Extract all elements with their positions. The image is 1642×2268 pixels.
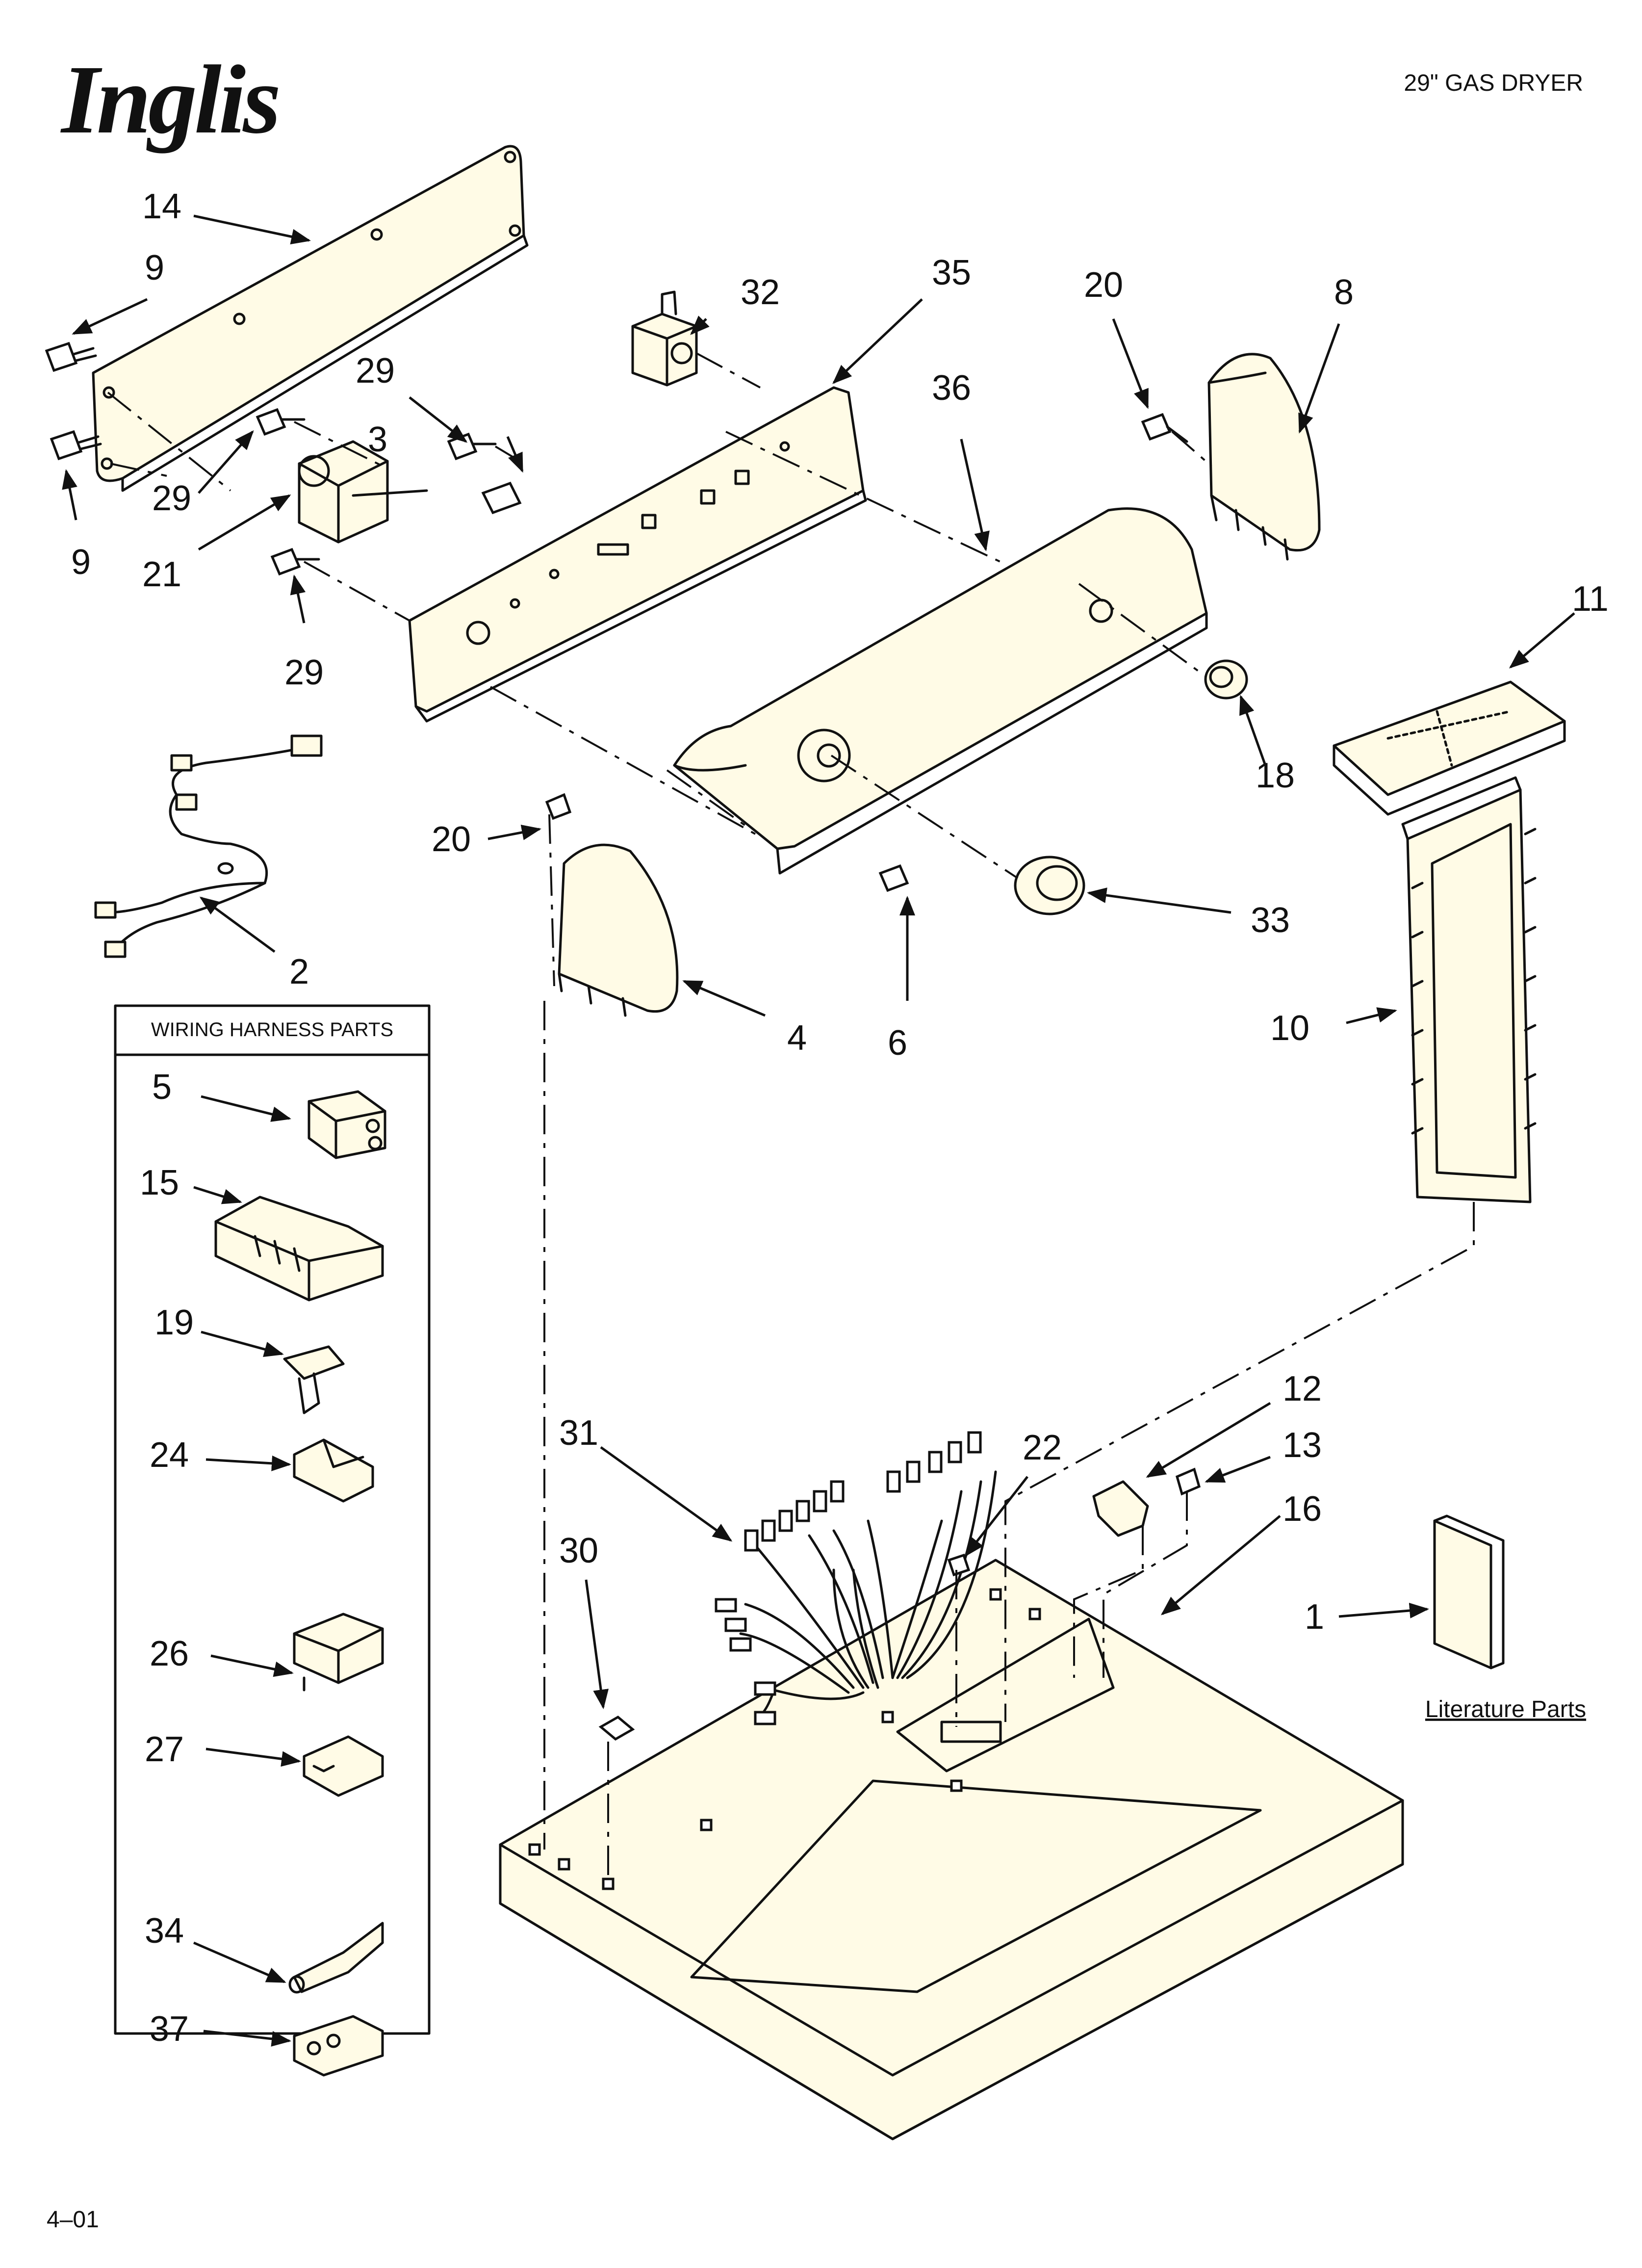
- callout-24: 24: [150, 1435, 189, 1475]
- callout-14: 14: [142, 187, 181, 226]
- callout-16: 16: [1283, 1489, 1322, 1529]
- part-29-screw-b[interactable]: [447, 432, 497, 461]
- callout-35: 35: [932, 253, 971, 292]
- callout-15: 15: [140, 1163, 179, 1202]
- part-18-button[interactable]: [1204, 659, 1248, 700]
- callout-numbers: 14 9 9 29 29 29 3 21 32 35 36 20 8 11 18…: [71, 187, 1609, 2049]
- part-10-lint-screen[interactable]: [1401, 776, 1537, 1203]
- callout-6: 6: [888, 1023, 907, 1063]
- wiring-harness-box: WIRING HARNESS PARTS: [114, 1004, 431, 2077]
- callout-3: 3: [368, 420, 387, 459]
- assembly-lines: [107, 352, 1475, 1879]
- part-8-end-cap-right[interactable]: [1207, 353, 1321, 561]
- callout-31: 31: [559, 1413, 598, 1453]
- callout-19: 19: [154, 1303, 194, 1342]
- part-9-screw-lower[interactable]: [50, 430, 102, 461]
- callout-34: 34: [145, 1911, 184, 1951]
- literature-parts-label[interactable]: Literature Parts: [1425, 1696, 1586, 1722]
- callout-4: 4: [787, 1018, 807, 1058]
- callout-21: 21: [142, 555, 181, 594]
- callout-9-lower: 9: [71, 543, 91, 582]
- callout-26: 26: [150, 1634, 189, 1673]
- part-20-screw-lower[interactable]: [545, 793, 572, 820]
- callout-1: 1: [1305, 1597, 1324, 1637]
- callout-2: 2: [289, 952, 309, 991]
- model-title: 29" GAS DRYER: [1404, 70, 1583, 96]
- brand-logo-text: Inglis: [60, 46, 278, 154]
- callout-29-left: 29: [152, 479, 191, 518]
- part-16-top-panel[interactable]: [499, 1559, 1404, 2140]
- part-29-screw-a[interactable]: [256, 408, 306, 436]
- part-4-end-cap-left[interactable]: [558, 843, 679, 1017]
- leader-arrows: [62, 214, 1575, 2047]
- callout-27: 27: [145, 1730, 184, 1769]
- callout-18: 18: [1256, 756, 1295, 795]
- callout-33: 33: [1251, 901, 1290, 940]
- callout-32: 32: [741, 273, 780, 312]
- callout-30: 30: [559, 1531, 598, 1570]
- part-15-connector-block[interactable]: [214, 1196, 384, 1302]
- part-13-screw[interactable]: [1175, 1467, 1201, 1496]
- part-3-clip[interactable]: [481, 481, 522, 515]
- callout-29-lower: 29: [284, 653, 324, 692]
- callout-29-upper: 29: [356, 351, 395, 391]
- part-31-wire-bundle[interactable]: [715, 1431, 997, 1725]
- callout-12: 12: [1283, 1369, 1322, 1408]
- callout-8: 8: [1334, 273, 1354, 312]
- part-6-screw[interactable]: [878, 864, 909, 892]
- callout-9-upper: 9: [145, 248, 164, 287]
- part-29-screw-c[interactable]: [270, 547, 320, 576]
- part-27-connector[interactable]: [303, 1735, 384, 1797]
- part-5-connector[interactable]: [308, 1090, 386, 1159]
- part-35-control-panel[interactable]: [408, 386, 867, 723]
- callout-22: 22: [1023, 1428, 1062, 1467]
- callout-36: 36: [932, 368, 971, 408]
- part-34-terminal[interactable]: [288, 1922, 384, 1994]
- brand-logo: Inglis: [60, 46, 281, 154]
- part-21-timer[interactable]: [298, 440, 428, 544]
- harness-box-title: WIRING HARNESS PARTS: [151, 1019, 393, 1041]
- part-32-switch[interactable]: [631, 290, 698, 387]
- part-22-screw[interactable]: [947, 1553, 971, 1577]
- part-20-screw-upper[interactable]: [1141, 413, 1188, 443]
- part-9-screw-upper[interactable]: [45, 341, 97, 372]
- part-33-knob[interactable]: [1014, 856, 1085, 915]
- callout-13: 13: [1283, 1426, 1322, 1465]
- part-14-console-bracket[interactable]: [92, 145, 529, 492]
- part-37-connector[interactable]: [293, 2015, 384, 2077]
- callout-20-lower: 20: [432, 820, 471, 859]
- part-36-console[interactable]: [673, 507, 1208, 875]
- callout-10: 10: [1270, 1009, 1309, 1048]
- callout-37: 37: [150, 2009, 189, 2049]
- callout-20-upper: 20: [1084, 265, 1123, 305]
- part-19-clip[interactable]: [283, 1345, 345, 1414]
- part-2-wiring-harness[interactable]: [94, 734, 323, 958]
- callout-5: 5: [152, 1068, 172, 1107]
- part-26-connector[interactable]: [293, 1613, 384, 1692]
- part-12-clip[interactable]: [1092, 1480, 1149, 1537]
- part-1-literature[interactable]: [1433, 1514, 1505, 1669]
- part-24-connector[interactable]: [293, 1438, 374, 1503]
- callout-11: 11: [1572, 579, 1609, 619]
- footer-date-code: 4–01: [47, 2207, 99, 2233]
- part-30-clip[interactable]: [598, 1715, 635, 1741]
- part-11-lint-cover[interactable]: [1333, 680, 1566, 816]
